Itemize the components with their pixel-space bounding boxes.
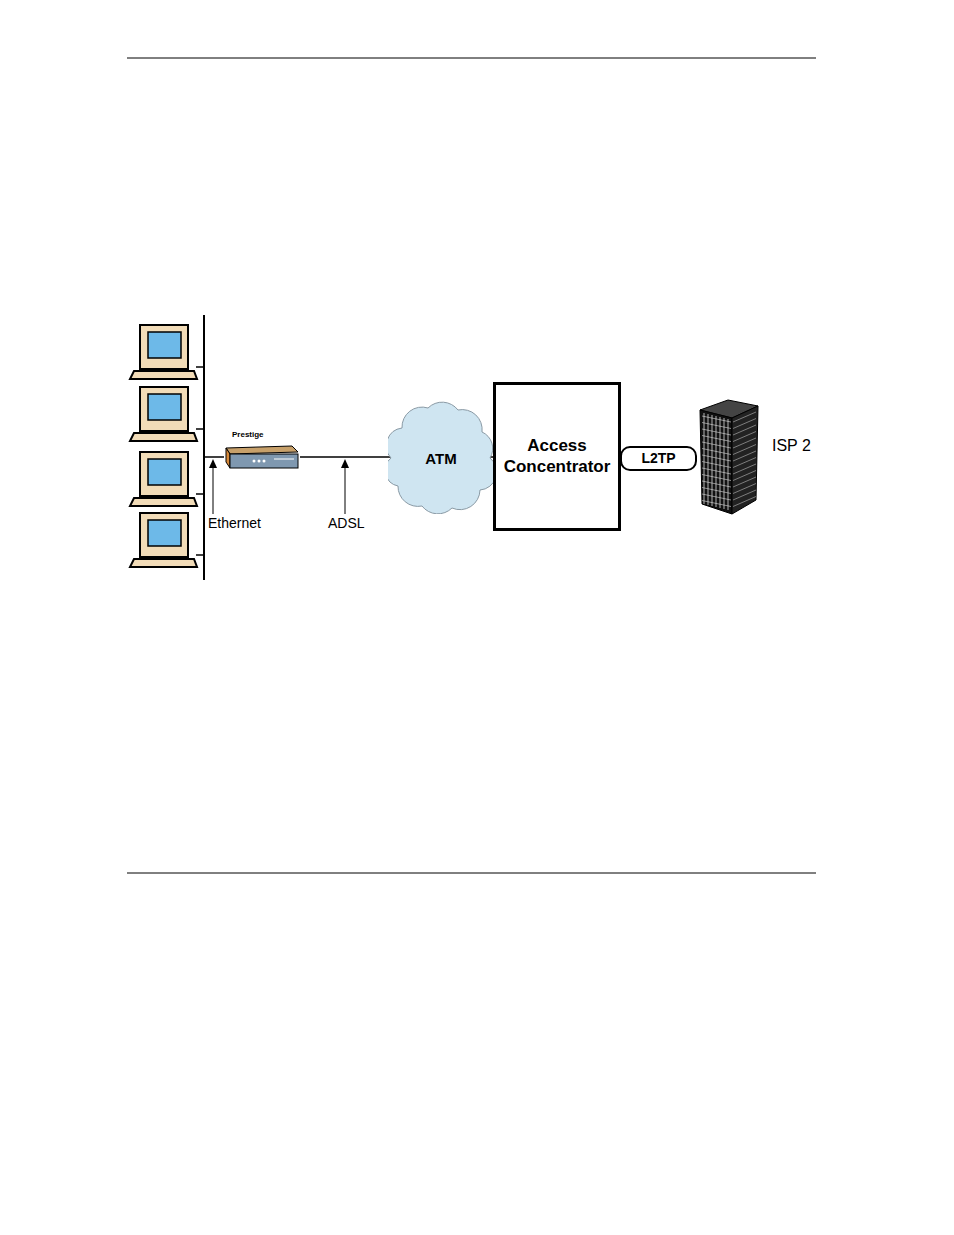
- computer-icon: [130, 325, 204, 379]
- node-label: ATM: [425, 450, 456, 468]
- node-label: Access Concentrator: [498, 436, 616, 477]
- ethernet-wire: [204, 456, 224, 458]
- computer-icon: [130, 387, 204, 441]
- modem-device: Prestige: [222, 430, 300, 470]
- connection-label: Ethernet: [207, 515, 262, 531]
- node-label: L2TP: [641, 450, 675, 467]
- computers: [130, 325, 204, 567]
- atm-cloud: ATM: [388, 398, 494, 514]
- computer-icon: [130, 452, 204, 506]
- node-shape: [692, 396, 762, 516]
- connection-label: ADSL: [327, 515, 366, 531]
- header-rule: [127, 58, 816, 59]
- process-box: Access Concentrator: [493, 382, 621, 531]
- node-label: Prestige: [232, 430, 264, 440]
- tunnel-pill: L2TP: [620, 446, 697, 471]
- isp-building: ISP 2: [692, 396, 762, 516]
- ethernet-pointer: [209, 459, 217, 514]
- footer-rule: [127, 873, 816, 874]
- ethernet-bus: [203, 315, 205, 580]
- node-label: ISP 2: [772, 436, 811, 455]
- link-line: [300, 456, 392, 458]
- computer-icon: [130, 513, 204, 567]
- adsl-pointer: [341, 459, 349, 514]
